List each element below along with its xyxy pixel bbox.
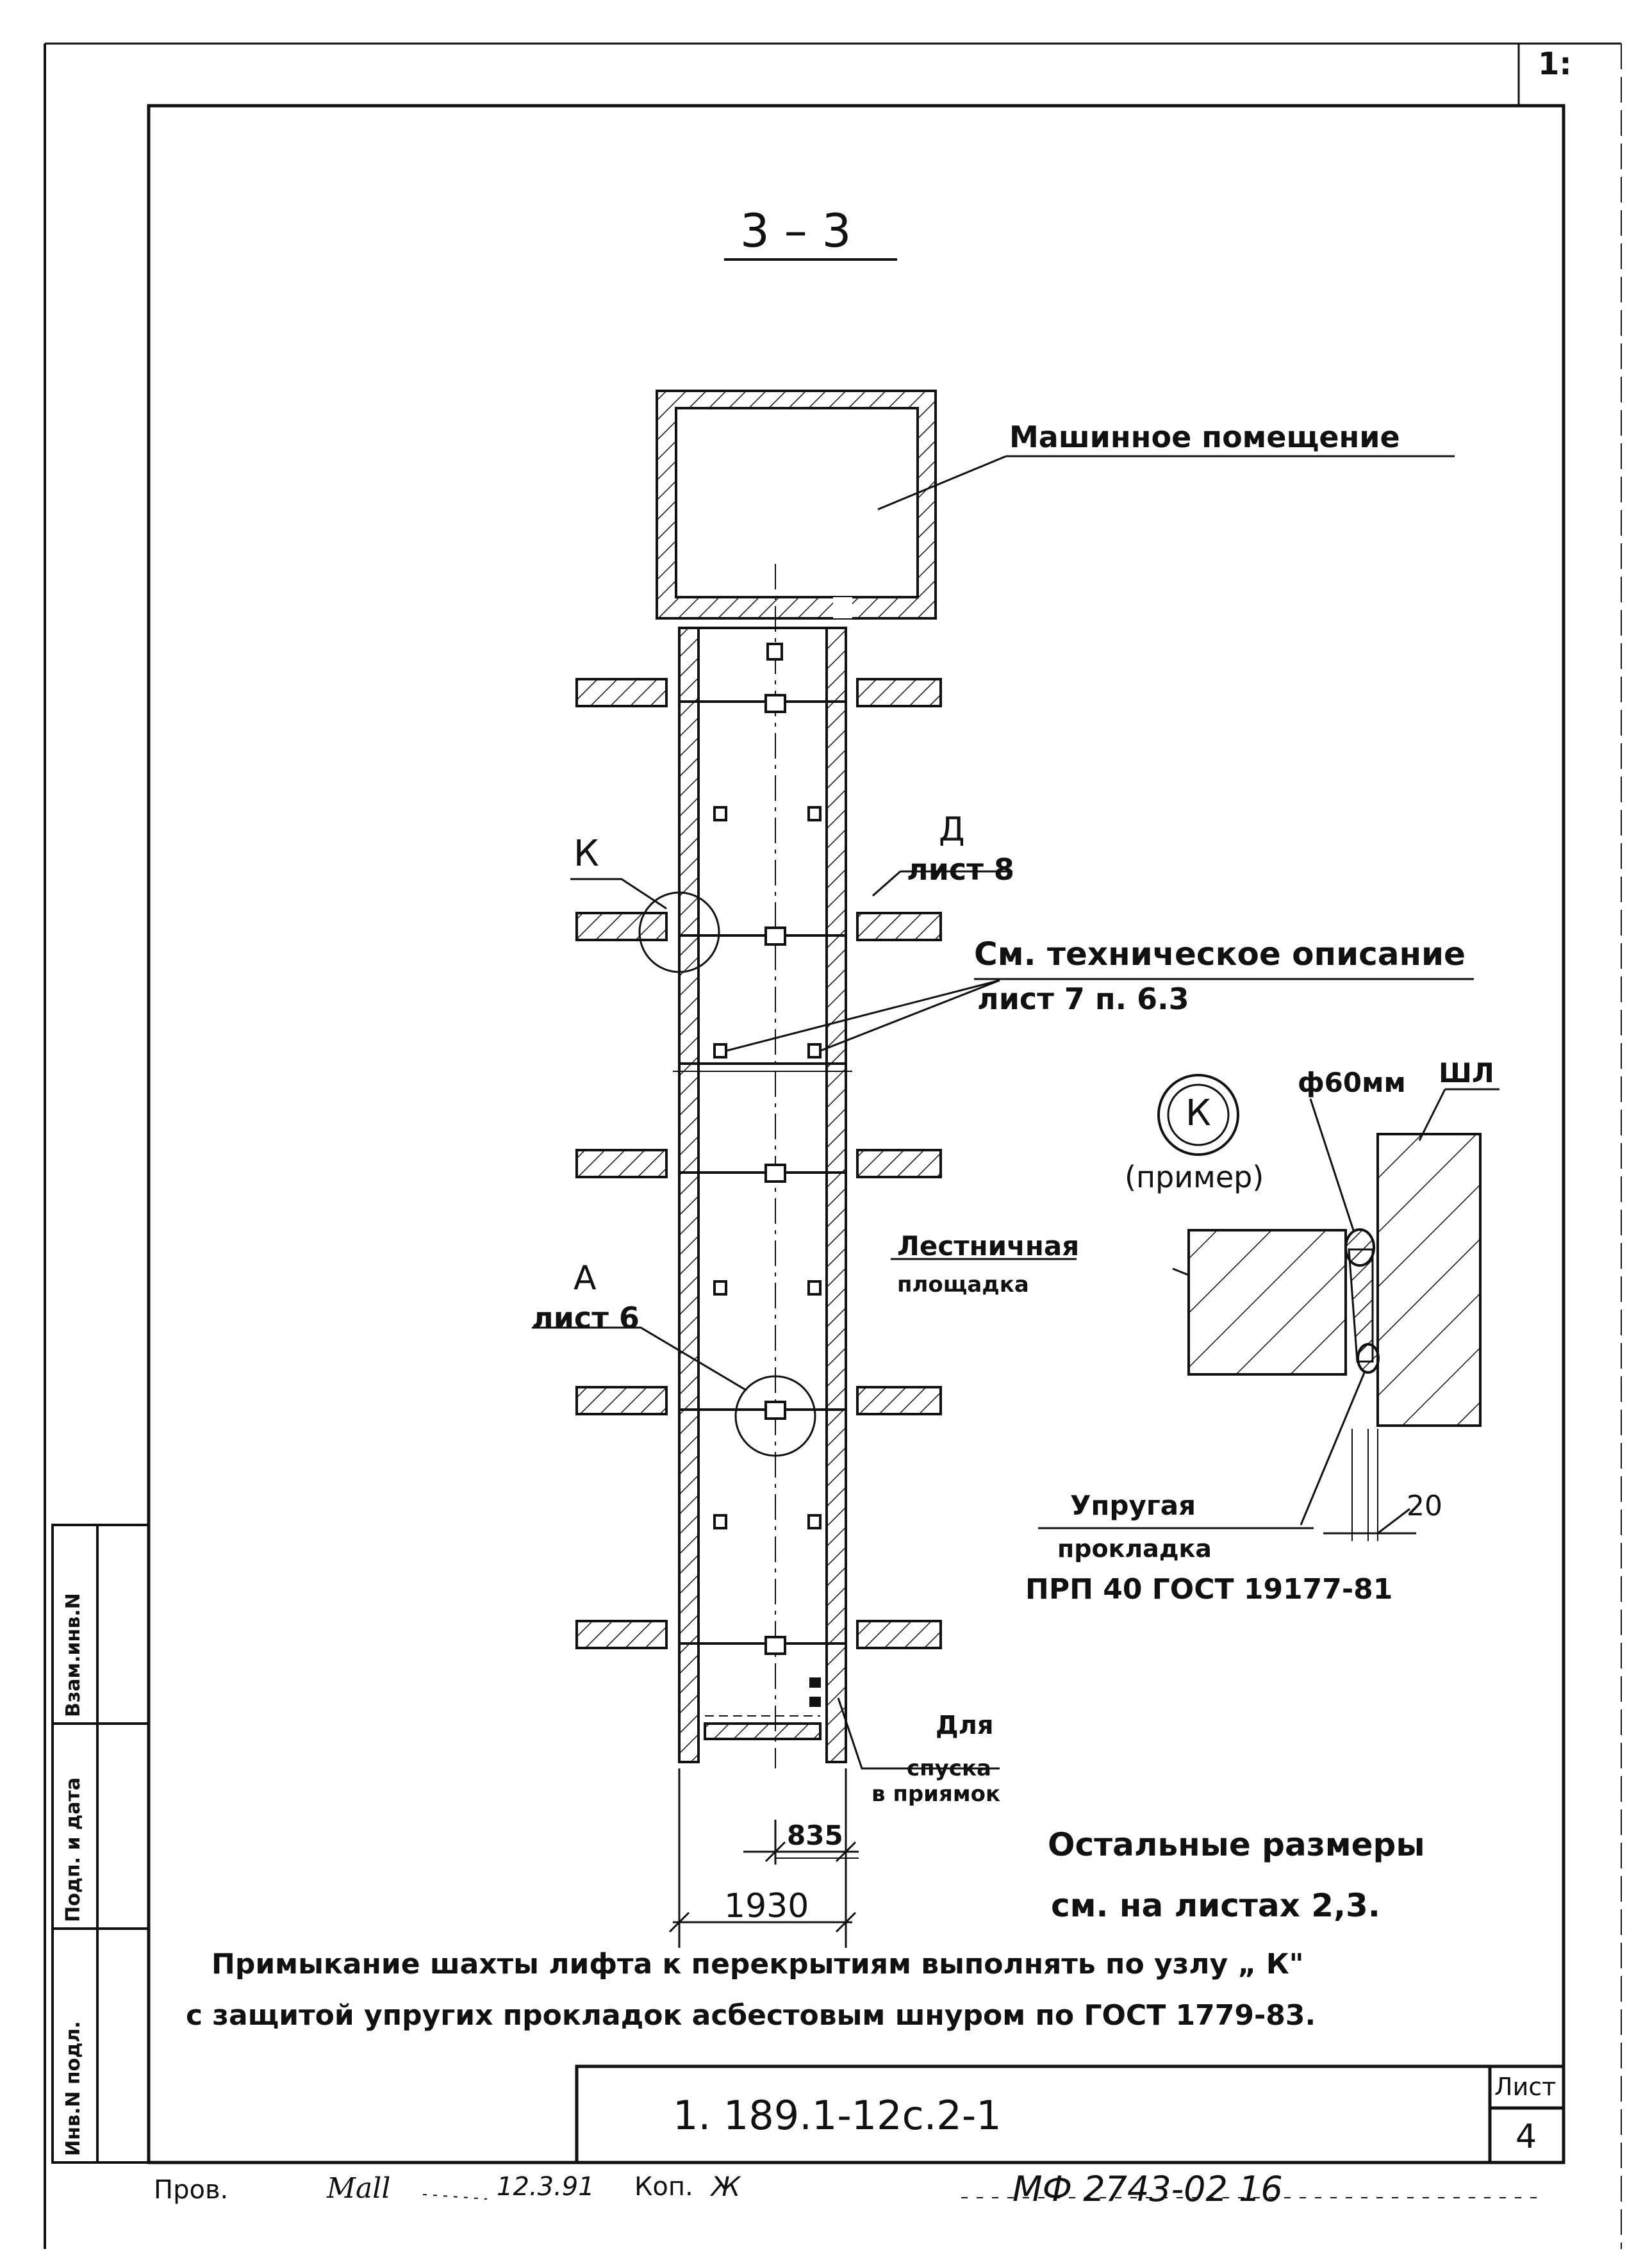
detail-k-example: (пример) xyxy=(1125,1160,1264,1194)
footer-copy-label: Коп. xyxy=(634,2172,693,2202)
corner-page-mark: 1: xyxy=(1538,46,1572,82)
note-main-line2: с защитой упругих прокладок асбестовым ш… xyxy=(186,1999,1316,2032)
pit-label-line1: Для xyxy=(936,1711,994,1740)
detail-k xyxy=(891,1074,1499,1541)
dimension-1930: 1930 xyxy=(724,1887,809,1925)
detail-k-diameter: ф60мм xyxy=(1298,1067,1406,1098)
joint-inserts xyxy=(713,643,822,1707)
floor-slabs xyxy=(575,678,942,1649)
side-stamp-vzam-inv: Взам.инв.N xyxy=(62,1593,85,1717)
node-a-sheet-label: лист 6 xyxy=(532,1301,640,1335)
footer-lines xyxy=(422,2194,1538,2200)
detail-k-gasket-line2: прокладка xyxy=(1057,1535,1212,1563)
detail-k-landing-line2: площадка xyxy=(897,1272,1029,1297)
node-a-label: А xyxy=(574,1259,597,1297)
footer-date: 12.3.91 xyxy=(497,2172,595,2202)
footer-archive-code: МФ 2743-02 16 xyxy=(1012,2169,1283,2209)
detail-k-circle-letter: К xyxy=(1185,1092,1211,1134)
node-d-sheet-label: лист 8 xyxy=(907,852,1014,887)
node-k-label: К xyxy=(574,833,599,875)
detail-k-landing-line1: Лестничная xyxy=(897,1230,1080,1262)
detail-k-gasket-line1: Упругая xyxy=(1070,1490,1196,1521)
footer-checked-label: Пров. xyxy=(154,2175,229,2205)
tech-description-line1: См. техническое описание xyxy=(974,935,1466,973)
machine-room xyxy=(656,390,937,620)
machine-room-label: Машинное помещение xyxy=(1009,420,1400,454)
elevator-shaft xyxy=(673,627,852,1763)
pit-label-line3: в приямок xyxy=(871,1781,1001,1807)
detail-k-gasket-spec: ПРП 40 ГОСТ 19177-81 xyxy=(1025,1573,1393,1606)
side-stamp-podp-data: Подп. и дата xyxy=(62,1777,85,1922)
detail-k-wall: ШЛ xyxy=(1439,1057,1494,1089)
note-rest-dimensions-line1: Остальные размеры xyxy=(1048,1826,1425,1863)
detail-k-dimension-20: 20 xyxy=(1407,1490,1442,1522)
note-main-line1: Примыкание шахты лифта к перекрытиям вып… xyxy=(211,1948,1304,1981)
sheet-number: 4 xyxy=(1516,2118,1537,2156)
pit-label-line2: спуска xyxy=(907,1756,991,1781)
title-block-frame xyxy=(575,2064,1565,2164)
sheet-label: Лист xyxy=(1494,2073,1557,2101)
note-rest-dimensions-line2: см. на листах 2,3. xyxy=(1051,1887,1380,1924)
node-markers xyxy=(532,870,1474,1770)
tech-description-line2: лист 7 п. 6.3 xyxy=(977,982,1189,1016)
node-d-label: Д xyxy=(939,811,965,849)
footer-copy-signature: Ж xyxy=(711,2171,741,2202)
side-stamp-frame xyxy=(51,1524,150,2164)
section-title: 3 – 3 xyxy=(740,204,852,258)
dimension-lines xyxy=(668,1768,859,1948)
document-code: 1. 189.1-12с.2-1 xyxy=(673,2092,1002,2139)
dimension-835: 835 xyxy=(787,1820,843,1851)
footer-signature: Mall xyxy=(327,2172,391,2205)
side-stamp-inv-podl: Инв.N подл. xyxy=(62,2021,85,2156)
